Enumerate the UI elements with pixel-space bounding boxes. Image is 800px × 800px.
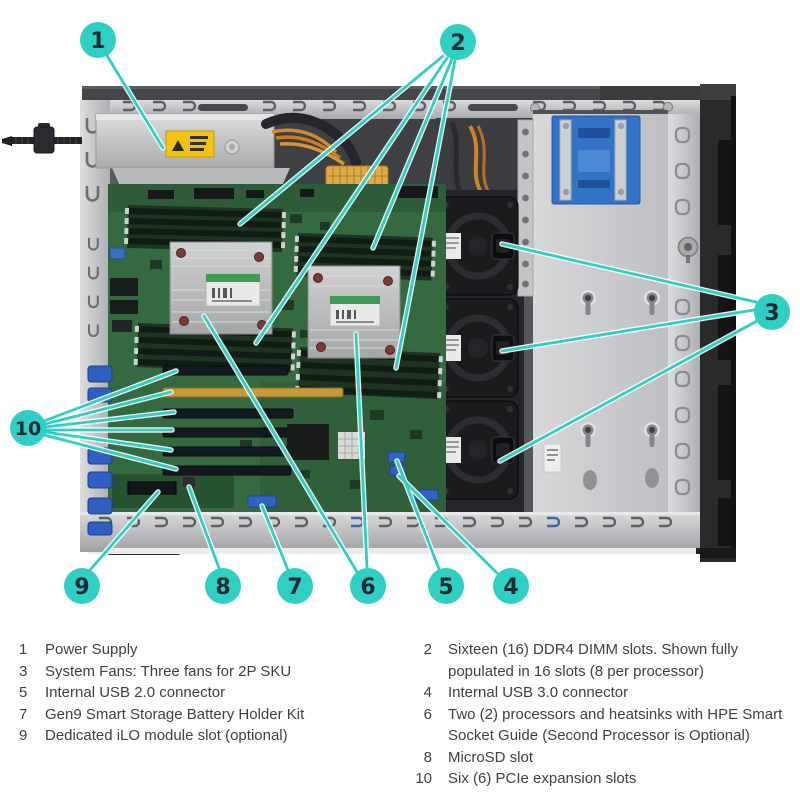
southbridge-chip [287,424,329,460]
callout-6: 6 [350,568,386,604]
pcie-retention-clips [87,365,113,536]
legend-text: Gen9 Smart Storage Battery Holder Kit [45,705,305,723]
vga-port [109,247,126,260]
dimm-bank-1 [124,205,286,253]
legend-number: 8 [423,748,432,766]
legend-item-9: 9 Dedicated iLO module slot (optional) [14,725,399,747]
legend-item-3: 3 System Fans: Three fans for 2P SKU [14,661,399,683]
legend-column-left: 1 Power Supply 3 System Fans: Three fans… [14,639,399,747]
callout-7-number: 7 [287,575,302,600]
fan-3 [438,401,518,499]
legend-text: Internal USB 3.0 connector [448,684,629,701]
legend-text: System Fans: Three fans for 2P SKU [45,662,292,680]
legend-item-7: 7 Gen9 Smart Storage Battery Holder Kit [14,704,399,726]
legend-text: Dedicated iLO module slot (optional) [45,727,288,744]
motherboard [87,184,446,536]
callout-1: 1 [80,22,116,58]
legend-text: Power Supply [45,641,138,658]
callout-9: 9 [64,568,100,604]
legend-number: 7 [19,705,28,723]
legend-item-2: 2 Sixteen (16) DDR4 DIMM slots. Shown fu… [404,639,788,682]
legend-item-1: 1 Power Supply [14,639,399,661]
legend-text: Sixteen (16) DDR4 DIMM slots. Shown full… [448,641,739,680]
callout-5: 5 [428,568,464,604]
callout-9-number: 9 [74,575,89,600]
ilo-module-slot [127,481,177,495]
legend-number: 6 [423,705,432,723]
legend-item-6: 6 Two (2) processors and heatsinks with … [404,704,788,747]
chassis-bottom-rail [80,512,704,548]
legend-number: 3 [19,662,28,680]
heatsink-2 [307,265,401,359]
legend-text: MicroSD slot [448,748,534,766]
legend-text: Six (6) PCIe expansion slots [448,770,637,787]
legend-item-8: 8 MicroSD slot [404,747,788,769]
legend-text: Internal USB 2.0 connector [45,684,226,701]
callout-1-number: 1 [90,29,105,54]
callout-3-number: 3 [764,301,779,326]
callout-10: 10 [10,410,46,446]
legend-number: 2 [423,641,432,658]
cable-tie [2,123,82,154]
legend-number: 4 [423,684,432,701]
legend-number: 9 [19,727,28,744]
legend-text: Two (2) processors and heatsinks with HP… [448,705,783,745]
heatsink-1 [169,241,273,335]
callout-10-number: 10 [15,418,41,440]
legend-column-right: 2 Sixteen (16) DDR4 DIMM slots. Shown fu… [404,639,788,790]
dimm-bank-4 [295,347,443,400]
callout-4-number: 4 [503,575,518,600]
io-port [110,300,138,314]
front-bezel [700,84,736,562]
legend-item-4: 4 Internal USB 3.0 connector [404,682,788,704]
legend-number: 10 [415,770,432,787]
callout-5-number: 5 [438,575,453,600]
callouts: 1 2 3 10 9 8 7 [10,22,790,604]
callout-3: 3 [754,294,790,330]
cage-latch [677,236,699,263]
drive-carrier-blue [551,115,641,205]
callout-8: 8 [205,568,241,604]
dimm-bank-3 [133,323,296,373]
callout-6-number: 6 [360,575,375,600]
callout-7: 7 [277,568,313,604]
drive-cage [533,110,700,512]
callout-2: 2 [440,24,476,60]
callout-2-number: 2 [450,31,465,56]
inner-right-wall [668,114,700,512]
legend-item-10: 10 Six (6) PCIe expansion slots [404,768,788,790]
server-internal-figure: 1 2 3 10 9 8 7 [2,22,790,604]
callout-4: 4 [493,568,529,604]
cage-label [543,443,562,473]
io-port [110,278,138,296]
legend-item-5: 5 Internal USB 2.0 connector [14,682,399,704]
power-supply [95,113,290,186]
legend-number: 5 [19,684,28,701]
callout-8-number: 8 [215,575,230,600]
legend-number: 1 [19,641,28,658]
callout-lines [41,51,760,576]
